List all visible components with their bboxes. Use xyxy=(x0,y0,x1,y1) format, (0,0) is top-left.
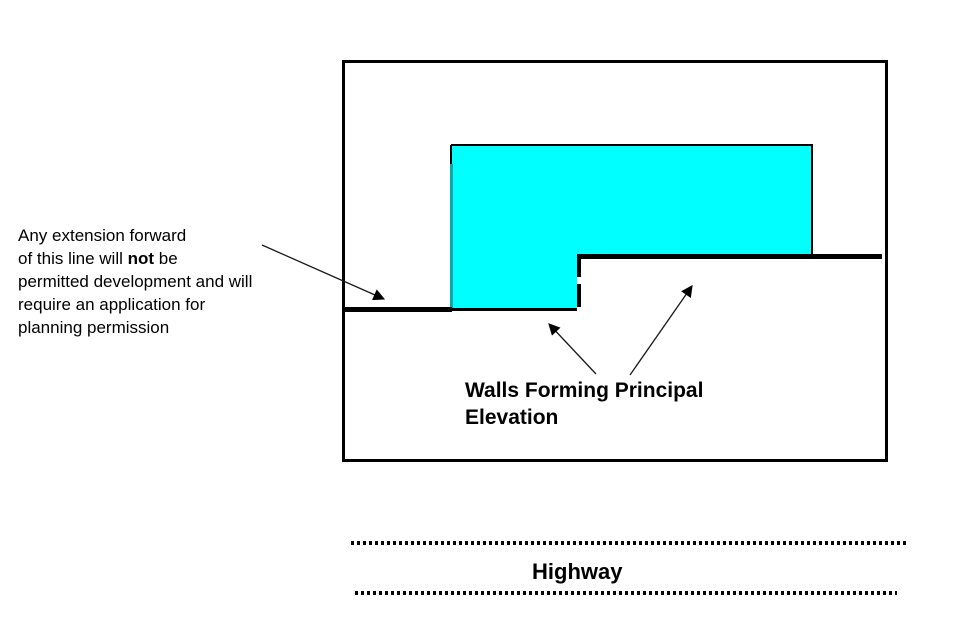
building-line-left xyxy=(344,307,452,312)
walls-label-line-1: Walls Forming Principal xyxy=(465,379,704,402)
highway-edge-top xyxy=(351,541,906,545)
house-right-wing xyxy=(577,145,813,254)
house-top-edge xyxy=(451,144,813,146)
house-front-wall-left xyxy=(451,308,577,311)
note-line-4: require an application for xyxy=(18,295,206,314)
walls-label-line-2: Elevation xyxy=(465,406,559,429)
house-left-edge-upper xyxy=(450,145,452,164)
walls-principal-elevation-label: Walls Forming Principal Elevation xyxy=(465,377,703,431)
highway-edge-bottom xyxy=(355,591,897,595)
note-line-3: permitted development and will xyxy=(18,272,253,291)
note-line-2: of this line will not be xyxy=(18,249,178,268)
highway-label: Highway xyxy=(532,559,623,584)
house-left-wing xyxy=(451,145,577,308)
extension-note-text: Any extension forward of this line will … xyxy=(18,224,338,339)
wall-step-segment-lower xyxy=(577,284,581,307)
building-line-right xyxy=(577,254,882,259)
house-left-edge-lower xyxy=(450,164,453,308)
note-line-1: Any extension forward xyxy=(18,226,187,245)
note-bold-not: not xyxy=(127,249,155,268)
house-right-edge xyxy=(811,145,813,254)
wall-step-segment-upper xyxy=(577,259,581,277)
note-line-5: planning permission xyxy=(18,318,170,337)
